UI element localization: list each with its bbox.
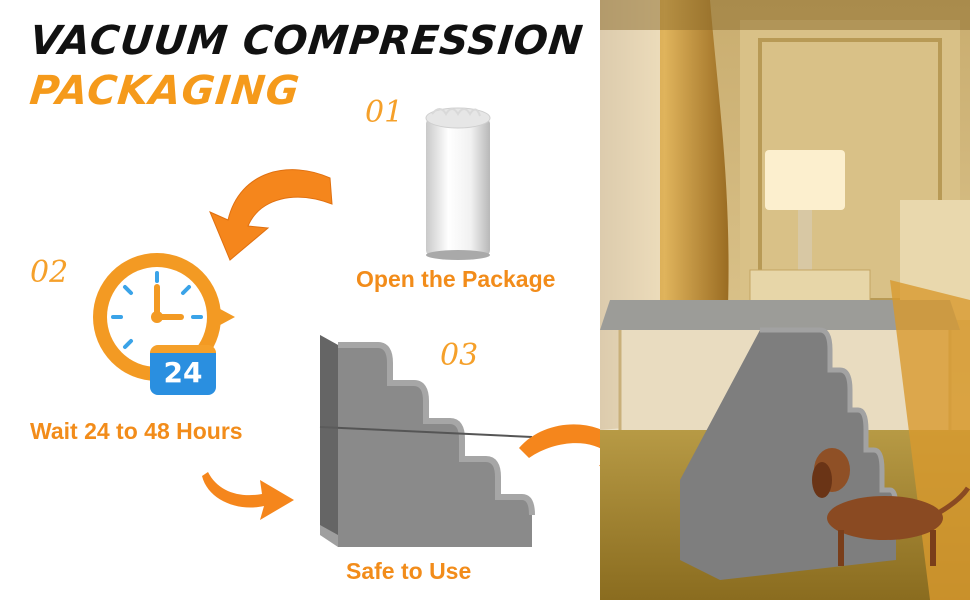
title-line-1: VACUUM COMPRESSION — [27, 18, 586, 64]
step-03-number: 03 — [440, 338, 479, 373]
step-01-number: 01 — [365, 95, 404, 130]
step-01-caption: Open the Package — [356, 266, 556, 292]
bedroom-photo — [600, 0, 970, 600]
step-02-number: 02 — [30, 255, 69, 290]
packaged-roll-image — [425, 107, 491, 260]
pet-stairs-image — [319, 335, 535, 547]
curved-arrow-icon — [202, 472, 294, 520]
calendar-badge-icon: 24 — [150, 345, 216, 395]
curved-arrow-icon — [209, 169, 333, 261]
step-02-caption: Wait 24 to 48 Hours — [30, 418, 243, 444]
bedroom-scene-image — [600, 0, 970, 600]
step-03-caption: Safe to Use — [346, 558, 472, 584]
title-line-2: PACKAGING — [27, 68, 303, 114]
